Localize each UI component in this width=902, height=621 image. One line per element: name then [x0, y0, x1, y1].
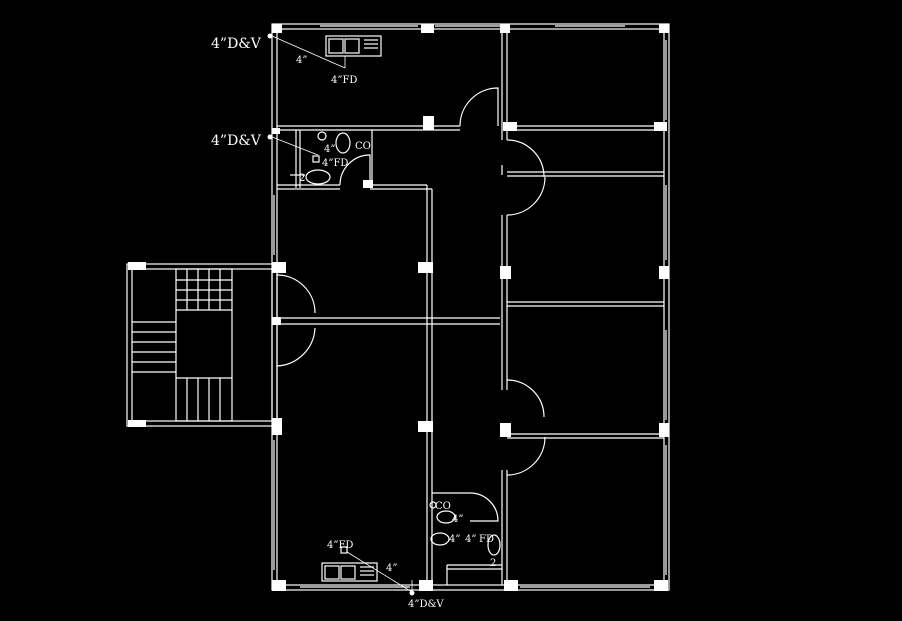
pipe-leaders — [271, 35, 413, 593]
number-label-upper: 2 — [299, 173, 305, 184]
fd-label-bottom: 4”FD — [327, 540, 353, 551]
fd-label-upper-bath: 4”FD — [322, 158, 348, 169]
pipe-label-lower-2: 4” — [449, 534, 460, 545]
fd-label-top: 4”FD — [331, 75, 357, 86]
annotation-labels: 4”D&V 4”D&V 4”D&V 4” 4”FD CO 4” 4”FD 2 C… — [211, 36, 496, 610]
pipe-label-top: 4” — [296, 55, 307, 66]
pipe-label-upper-bath: 4” — [324, 144, 335, 155]
pipe-label-lower-3: 4” — [465, 534, 476, 545]
dv-label-top: 4”D&V — [211, 36, 262, 52]
co-label-lower: CO — [435, 501, 451, 512]
dv-label-mid: 4”D&V — [211, 133, 262, 149]
staircase — [126, 263, 278, 427]
door-swings — [276, 87, 546, 522]
fd-label-lower-bath: FD — [479, 534, 494, 545]
dv-label-bottom: 4”D&V — [408, 599, 444, 610]
structural-columns — [128, 24, 669, 596]
number-label-lower: 2 — [490, 558, 496, 569]
fixtures — [290, 35, 501, 582]
pipe-label-bottom: 4” — [386, 563, 397, 574]
co-label-upper: CO — [355, 141, 371, 152]
pipe-label-lower-1: 4” — [452, 514, 463, 525]
outer-walls — [271, 23, 670, 591]
interior-walls — [277, 29, 664, 585]
